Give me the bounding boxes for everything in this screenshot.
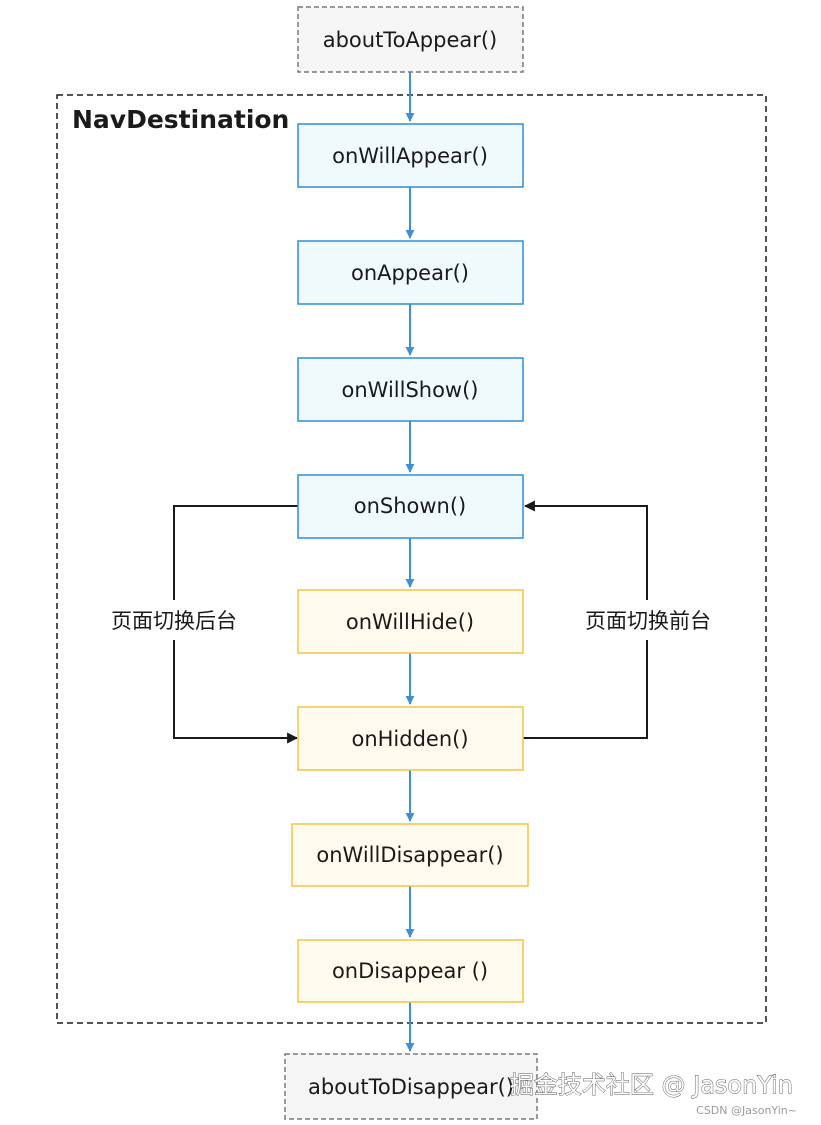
node-about-to-disappear-label: aboutToDisappear(): [308, 1075, 514, 1099]
node-on-will-hide-label: onWillHide(): [346, 610, 474, 634]
navdestination-title: NavDestination: [72, 105, 289, 134]
node-on-disappear: onDisappear (): [297, 939, 524, 1003]
node-about-to-appear-label: aboutToAppear(): [323, 28, 498, 52]
node-on-appear-label: onAppear(): [351, 261, 469, 285]
label-switch-to-foreground: 页面切换前台: [585, 609, 711, 633]
watermark-csdn: CSDN @JasonYin~: [696, 1104, 797, 1117]
navdestination-container: [56, 94, 767, 1024]
node-on-will-appear: onWillAppear(): [297, 123, 524, 188]
node-on-appear: onAppear(): [297, 240, 524, 305]
node-about-to-disappear: aboutToDisappear(): [284, 1053, 538, 1120]
node-on-disappear-label: onDisappear (): [332, 959, 488, 983]
watermark-juejin: 掘金技术社区 @ JasonYin: [510, 1071, 793, 1099]
node-on-will-show: onWillShow(): [297, 357, 524, 422]
node-on-will-hide: onWillHide(): [297, 589, 524, 654]
node-on-will-disappear-label: onWillDisappear(): [316, 843, 503, 867]
node-on-shown: onShown(): [297, 474, 524, 539]
node-on-will-appear-label: onWillAppear(): [332, 144, 488, 168]
node-on-hidden: onHidden(): [297, 706, 524, 771]
node-on-will-disappear: onWillDisappear(): [291, 823, 529, 887]
node-about-to-appear: aboutToAppear(): [297, 6, 524, 73]
node-on-will-show-label: onWillShow(): [341, 378, 478, 402]
label-switch-to-background: 页面切换后台: [111, 609, 237, 633]
node-on-shown-label: onShown(): [354, 494, 467, 518]
node-on-hidden-label: onHidden(): [351, 727, 468, 751]
